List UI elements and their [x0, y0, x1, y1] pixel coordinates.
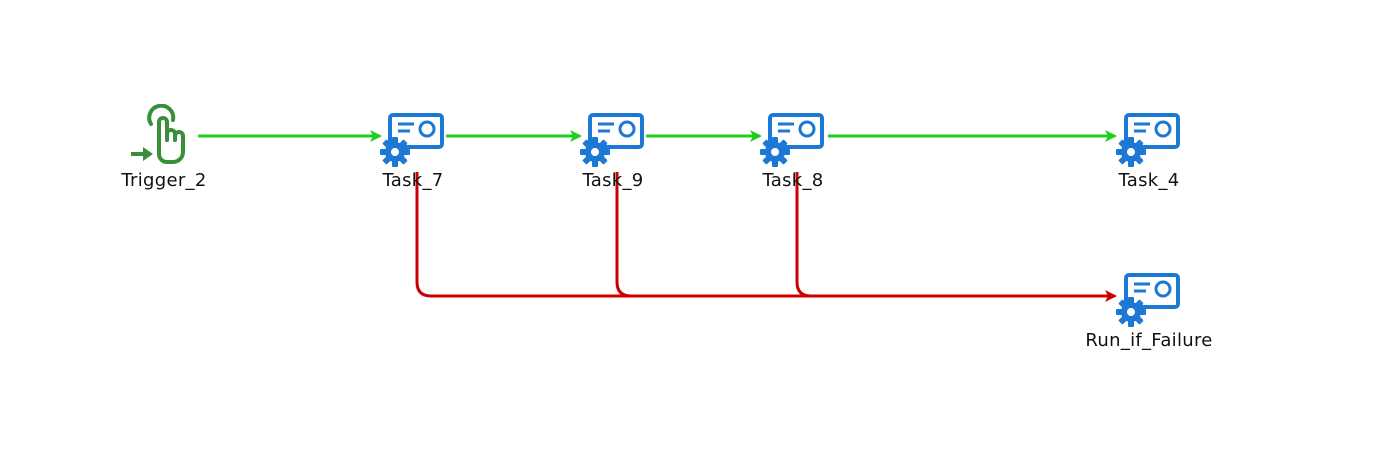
node-label: Run_if_Failure: [1085, 330, 1213, 351]
node-task-7[interactable]: Task_7: [333, 112, 493, 191]
node-label: Trigger_2: [121, 170, 207, 191]
task-gear-icon: [760, 113, 824, 167]
task-gear-icon: [380, 113, 444, 167]
task-gear-icon: [580, 113, 644, 167]
task-gear-icon: [1116, 273, 1180, 327]
node-label: Task_4: [1118, 170, 1180, 191]
node-label: Task_8: [762, 170, 824, 191]
node-task-4[interactable]: Task_4: [1069, 112, 1229, 191]
edge-task9-run-if-failure[interactable]: [615, 172, 1115, 298]
node-task-8[interactable]: Task_8: [713, 112, 873, 191]
node-label: Task_7: [382, 170, 444, 191]
edge-task7-run-if-failure[interactable]: [415, 172, 1117, 302]
edge-task8-run-if-failure[interactable]: [795, 172, 1115, 298]
node-task-9[interactable]: Task_9: [533, 112, 693, 191]
task-gear-icon: [1116, 113, 1180, 167]
node-trigger-2[interactable]: Trigger_2: [84, 104, 244, 191]
node-run-if-failure[interactable]: Run_if_Failure: [1069, 272, 1229, 351]
node-label: Task_9: [582, 170, 644, 191]
touch-trigger-icon: [131, 104, 185, 164]
